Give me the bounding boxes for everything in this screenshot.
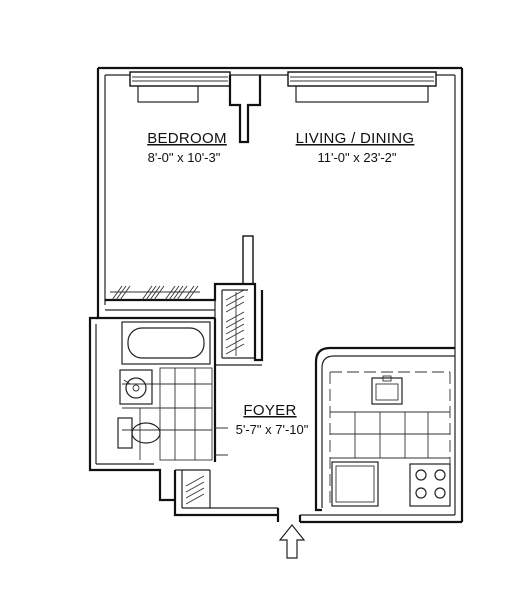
foyer-label: FOYER [243,402,296,419]
foyer-closet [175,469,211,508]
partition-wall [105,75,264,366]
sink-icon [125,377,147,399]
refrigerator-icon [331,461,379,507]
toilet-tank [117,417,133,449]
kitchen [314,346,455,512]
stove-icon [409,463,451,507]
kitchen-tile-grid [330,411,450,459]
bathroom [96,316,228,462]
kitchen-sink-icon [371,377,403,405]
toilet-icon [131,422,161,444]
entry-arrow-icon [278,524,306,559]
bath-tile-grid [122,367,213,461]
bedroom-label: BEDROOM [147,130,227,147]
living-dining-dims: 11'-0" x 23'-2" [318,150,397,165]
living-window [287,71,437,103]
closet-hatch-vertical [225,289,245,356]
bedroom-dims: 8'-0" x 10'-3" [148,150,221,165]
exterior-walls [88,66,464,524]
closet-hatch [110,285,200,301]
entry-door [276,508,302,522]
foyer-dims: 5'-7" x 7'-10" [236,422,309,437]
living-dining-label: LIVING / DINING [296,130,415,147]
bedroom-window [129,71,231,103]
